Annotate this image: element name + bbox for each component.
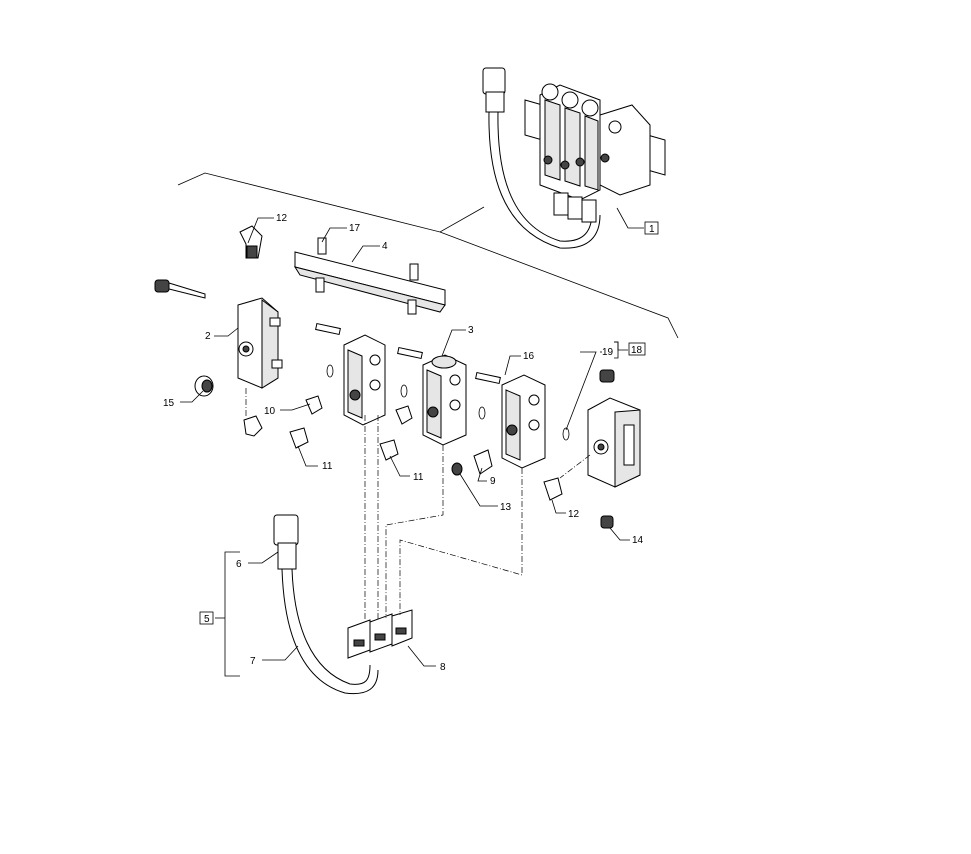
small-fittings: [243, 369, 615, 529]
callout-box-5: [199, 611, 214, 625]
callout-9: 9: [490, 476, 496, 487]
elbow-fitting-top: [239, 225, 263, 259]
callout-19: 19: [602, 347, 614, 358]
callout-labels: 1 2 3 4 5 6 7 8 9 10 11 11 12 12 13 14 1…: [163, 213, 659, 673]
callout-11-left: 11: [322, 461, 333, 472]
valve-section-1: [315, 322, 386, 426]
plug-fitting: [194, 375, 214, 397]
o-rings: [326, 364, 570, 441]
callout-2: 2: [205, 331, 211, 342]
assembled-valve-group: [482, 67, 666, 249]
tie-bolt: [154, 279, 206, 299]
callout-10: 10: [264, 406, 276, 417]
assembly-frame-lines: [177, 172, 679, 339]
callout-4: 4: [382, 241, 388, 252]
callout-15: 15: [163, 398, 175, 409]
callout-14: 14: [632, 535, 644, 546]
callout-8: 8: [440, 662, 446, 673]
valve-section-2: [397, 346, 467, 446]
callout-5: 5: [204, 614, 210, 625]
callout-leaders: [180, 207, 644, 677]
mounting-rail: [293, 237, 446, 315]
callout-box-1: [644, 221, 659, 235]
callout-12-bottom: 12: [568, 509, 580, 520]
callout-11-right: 11: [413, 472, 424, 483]
callout-box-18: [628, 342, 646, 356]
callout-18: 18: [631, 345, 643, 356]
end-block-right: [587, 397, 641, 488]
end-block-left: [237, 297, 283, 389]
callout-3: 3: [468, 325, 474, 336]
callout-13: 13: [500, 502, 512, 513]
callout-16: 16: [523, 351, 535, 362]
callout-6: 6: [236, 559, 242, 570]
connection-leader-lines: [245, 388, 591, 620]
callout-1: 1: [649, 224, 655, 235]
callout-7: 7: [250, 656, 256, 667]
callout-17: 17: [349, 223, 361, 234]
valve-section-3: [475, 371, 546, 469]
callout-12-top: 12: [276, 213, 288, 224]
lower-wiring-harness: [273, 514, 413, 695]
